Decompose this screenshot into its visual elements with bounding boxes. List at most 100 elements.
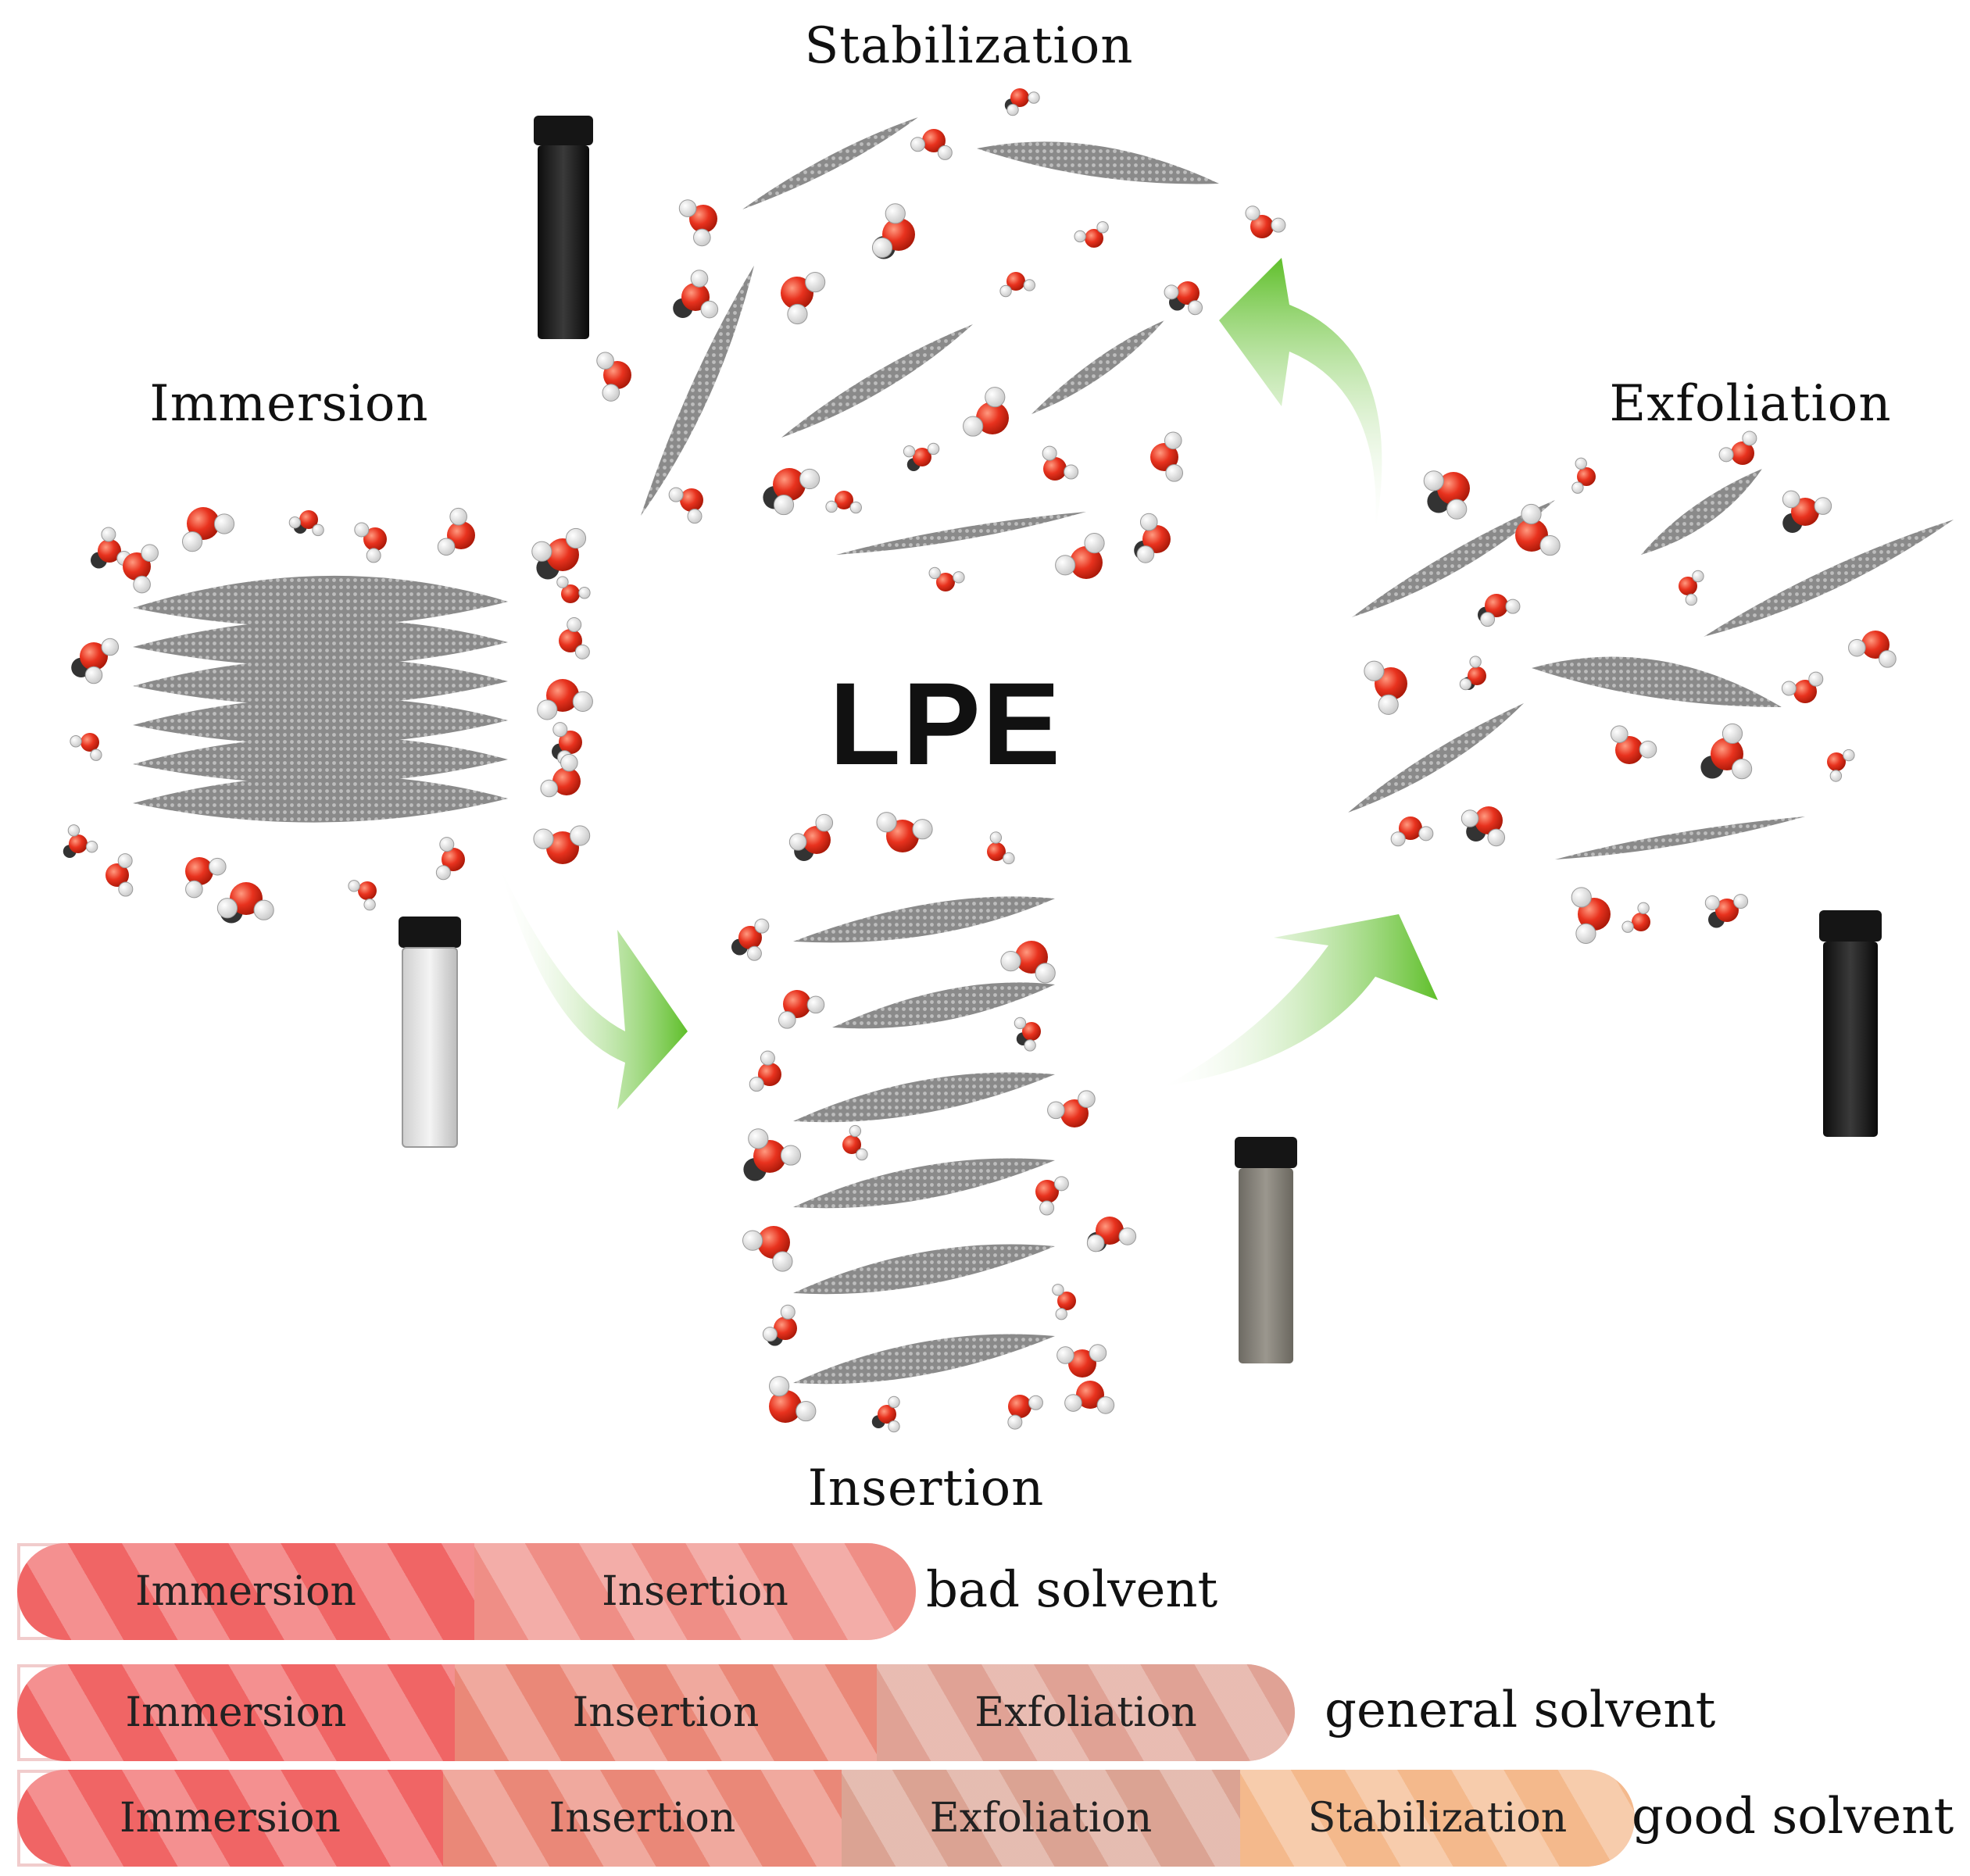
solvent-molecule (1679, 570, 1704, 606)
arrow-insertion-to-exfoliation (1164, 914, 1438, 1086)
bar-general-segment-exfoliation: Exfoliation (877, 1664, 1295, 1761)
solvent-molecule (1478, 594, 1521, 627)
solvent-molecule (1074, 221, 1109, 248)
solvent-molecule (825, 491, 862, 514)
solvent-molecule (1052, 1284, 1076, 1320)
bar-general-segment-immersion: Immersion (17, 1664, 455, 1761)
solvent-molecule (540, 753, 581, 798)
solvent-molecule (871, 1395, 900, 1433)
insertion-stack (793, 896, 1055, 1385)
solvent-molecule (63, 824, 98, 858)
solvent-molecule (596, 352, 631, 402)
solvent-molecule (1035, 1176, 1069, 1216)
solvent-molecule (216, 882, 274, 924)
solvent-molecule (1848, 631, 1897, 668)
solvent-label-bad: bad solvent (926, 1561, 1218, 1619)
solvent-molecule (1610, 725, 1657, 764)
label-exfoliation: Exfoliation (1609, 375, 1892, 433)
solvent-molecule (537, 679, 593, 720)
solvent-molecule (1014, 1017, 1041, 1052)
solvent-molecule (531, 527, 587, 580)
solvent-molecule (1164, 281, 1203, 316)
solvent-molecule (999, 272, 1036, 298)
vial-stabilization (534, 116, 593, 339)
graphite-stack (133, 575, 508, 823)
solvent-molecule (1781, 671, 1824, 703)
solvent-molecule (678, 199, 717, 247)
center-title-lpe: LPE (829, 658, 1062, 789)
solvent-molecule (673, 270, 719, 319)
solvent-molecule (871, 203, 915, 259)
solvent-molecule (1150, 431, 1184, 482)
solvent-molecule (842, 1124, 868, 1161)
solvent-molecule (910, 129, 953, 160)
bar-good-segment-insertion: Insertion (443, 1770, 842, 1867)
bar-good-solvent: Immersion Insertion Exfoliation Stabiliz… (17, 1770, 1635, 1867)
solvent-molecule (928, 566, 965, 591)
bar-good-segment-stabilization: Stabilization (1240, 1770, 1635, 1867)
solvent-molecule (1390, 817, 1434, 847)
label-stabilization: Stabilization (804, 17, 1134, 75)
solvent-molecule (1057, 1344, 1107, 1378)
solvent-molecule (1704, 894, 1749, 928)
solvent-molecule (876, 812, 933, 852)
solvent-molecule (1827, 749, 1855, 782)
bar-good-segment-exfoliation: Exfoliation (842, 1770, 1240, 1867)
solvent-molecule (1782, 490, 1832, 534)
solvent-molecule (185, 857, 227, 899)
solvent-molecule (354, 522, 387, 563)
label-immersion: Immersion (149, 375, 429, 433)
solvent-molecule (987, 831, 1015, 865)
solvent-molecule (1700, 723, 1753, 780)
vial-insertion (1235, 1137, 1297, 1363)
solvent-molecule (1055, 533, 1105, 579)
arrow-exfoliation-to-stabilization (1219, 258, 1382, 531)
solvent-molecule (1245, 205, 1286, 238)
solvent-molecule (71, 638, 120, 684)
solvent-label-good: good solvent (1632, 1788, 1954, 1846)
solvent-molecule (769, 1376, 817, 1423)
solvent-molecule (70, 733, 102, 761)
vial-immersion (399, 917, 461, 1148)
bar-bad-solvent: Immersion Insertion (17, 1543, 916, 1640)
solvent-molecules (63, 88, 1897, 1433)
solvent-molecule (435, 837, 465, 881)
bar-bad-segment-immersion: Immersion (17, 1543, 474, 1640)
solvent-molecule (533, 825, 591, 864)
solvent-molecule (348, 880, 377, 911)
solvent-molecule (437, 507, 475, 556)
solvent-molecule (105, 853, 134, 897)
solvent-molecule (1459, 656, 1486, 691)
solvent-molecule (963, 387, 1009, 437)
solvent-molecule (1423, 470, 1470, 520)
solvent-molecule (1461, 806, 1506, 847)
bar-general-solvent: Immersion Insertion Exfoliation (17, 1664, 1295, 1761)
exfoliation-sheets (1348, 469, 1954, 859)
solvent-molecule (1042, 445, 1079, 481)
arrow-immersion-to-insertion (500, 867, 688, 1110)
solvent-molecule (91, 527, 132, 569)
solvent-molecule (123, 544, 159, 594)
solvent-label-general: general solvent (1325, 1681, 1716, 1739)
solvent-molecule (1086, 1217, 1137, 1252)
stabilization-sheets (641, 117, 1219, 555)
solvent-molecule (668, 487, 703, 524)
solvent-molecule (1000, 941, 1056, 984)
solvent-molecule (1064, 1381, 1115, 1414)
solvent-molecule (1515, 503, 1561, 556)
vial-exfoliation (1819, 910, 1882, 1137)
solvent-molecule (903, 442, 940, 471)
bar-good-segment-immersion: Immersion (17, 1770, 443, 1867)
solvent-molecule (763, 468, 821, 516)
solvent-molecule (1134, 513, 1171, 563)
solvent-molecule (743, 1128, 802, 1181)
label-insertion: Insertion (807, 1460, 1045, 1517)
solvent-molecule (781, 271, 826, 325)
solvent-molecule (1007, 1395, 1043, 1430)
bar-bad-segment-insertion: Insertion (474, 1543, 916, 1640)
solvent-molecule (181, 507, 235, 552)
solvent-molecule (788, 813, 834, 861)
solvent-molecule (1621, 902, 1650, 933)
